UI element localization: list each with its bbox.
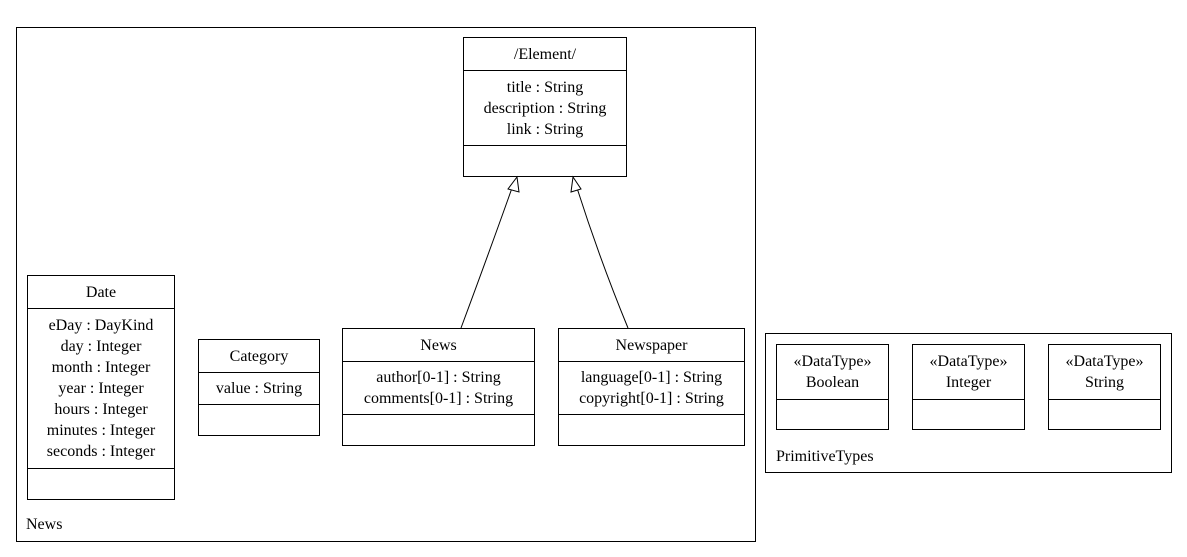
datatype-string-name: String xyxy=(1084,374,1125,391)
class-date-name: Date xyxy=(28,276,174,309)
datatype-integer-name: Integer xyxy=(945,374,992,391)
class-element-name: /Element/ xyxy=(464,38,626,71)
class-newspaper-attributes: language[0-1] : String copyright[0-1] : … xyxy=(559,362,744,415)
attribute: minutes : Integer xyxy=(46,422,156,439)
datatype-integer-header: «DataType» Integer xyxy=(913,345,1024,400)
attribute: language[0-1] : String xyxy=(580,369,723,386)
attribute: eDay : DayKind xyxy=(48,317,154,334)
stereotype-label: «DataType» xyxy=(1065,353,1144,370)
attribute: copyright[0-1] : String xyxy=(579,390,724,407)
class-newspaper[interactable]: Newspaper language[0-1] : String copyrig… xyxy=(558,328,745,446)
class-category[interactable]: Category value : String xyxy=(198,339,320,436)
class-element-attributes: title : String description : String link… xyxy=(464,71,626,146)
stereotype-label: «DataType» xyxy=(793,353,872,370)
class-category-operations xyxy=(199,405,319,435)
datatype-string[interactable]: «DataType» String xyxy=(1048,344,1161,430)
attribute: comments[0-1] : String xyxy=(363,390,514,407)
class-newspaper-operations xyxy=(559,415,744,445)
class-element-operations xyxy=(464,146,626,176)
datatype-boolean-name: Boolean xyxy=(805,374,860,391)
news-package-label: News xyxy=(26,516,63,533)
attribute: value : String xyxy=(215,380,303,397)
class-news-name: News xyxy=(343,329,534,362)
datatype-integer-operations xyxy=(913,400,1024,429)
class-element[interactable]: /Element/ title : String description : S… xyxy=(463,37,627,177)
class-date-attributes: eDay : DayKind day : Integer month : Int… xyxy=(28,309,174,469)
attribute: year : Integer xyxy=(58,380,144,397)
datatype-string-header: «DataType» String xyxy=(1049,345,1160,400)
datatype-string-operations xyxy=(1049,400,1160,429)
attribute: author[0-1] : String xyxy=(376,369,501,386)
class-date-operations xyxy=(28,469,174,499)
attribute: seconds : Integer xyxy=(46,443,156,460)
class-category-attributes: value : String xyxy=(199,373,319,405)
class-category-name: Category xyxy=(199,340,319,373)
attribute: title : String xyxy=(506,78,584,96)
stereotype-label: «DataType» xyxy=(929,353,1008,370)
attribute: link : String xyxy=(506,120,584,138)
attribute: day : Integer xyxy=(60,338,142,355)
class-news-operations xyxy=(343,415,534,445)
attribute: description : String xyxy=(483,99,607,117)
class-newspaper-name: Newspaper xyxy=(559,329,744,362)
datatype-boolean-operations xyxy=(777,400,888,429)
class-date[interactable]: Date eDay : DayKind day : Integer month … xyxy=(27,275,175,500)
attribute: month : Integer xyxy=(51,359,151,376)
primitive-types-package-label: PrimitiveTypes xyxy=(776,448,874,465)
class-news-attributes: author[0-1] : String comments[0-1] : Str… xyxy=(343,362,534,415)
datatype-boolean[interactable]: «DataType» Boolean xyxy=(776,344,889,430)
datatype-boolean-header: «DataType» Boolean xyxy=(777,345,888,400)
class-news[interactable]: News author[0-1] : String comments[0-1] … xyxy=(342,328,535,446)
datatype-integer[interactable]: «DataType» Integer xyxy=(912,344,1025,430)
attribute: hours : Integer xyxy=(54,401,148,418)
